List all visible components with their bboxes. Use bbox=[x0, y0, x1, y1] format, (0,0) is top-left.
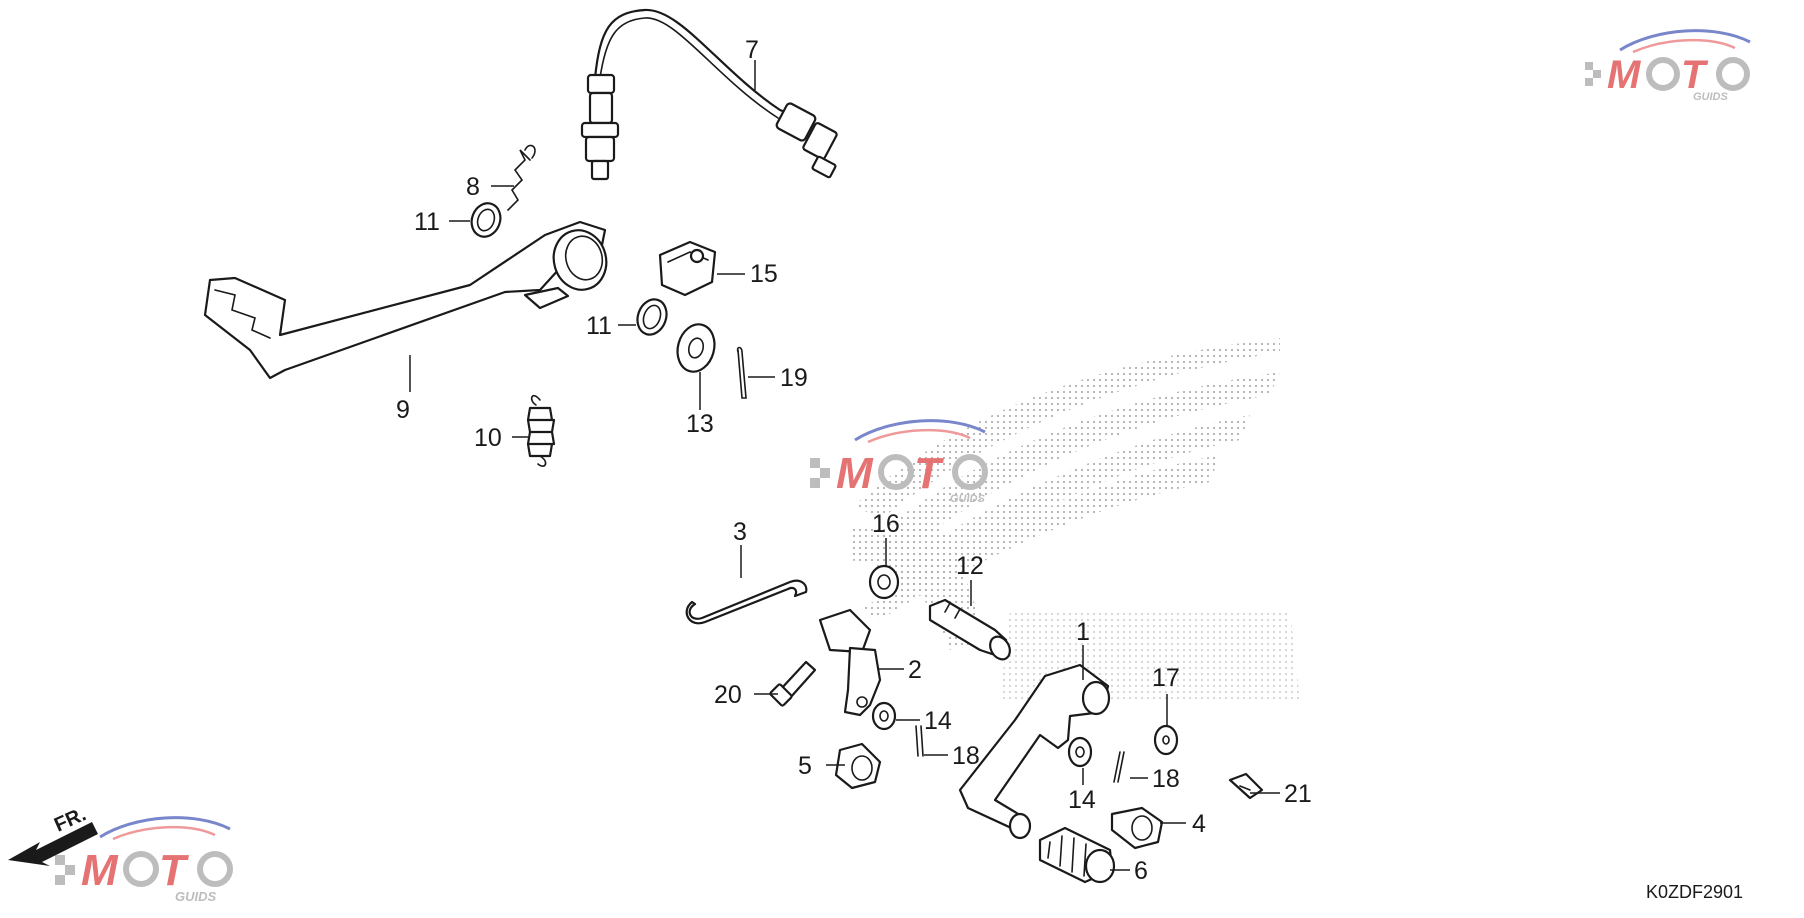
callout-labels: 7 8 11 9 11 10 15 13 19 3 16 12 1 2 20 1… bbox=[396, 36, 1312, 885]
callout-11-lower: 11 bbox=[586, 312, 612, 340]
part-20-bolt bbox=[769, 660, 817, 707]
callout-15: 15 bbox=[750, 260, 778, 288]
part-18-pin-right bbox=[1113, 751, 1125, 783]
callout-7: 7 bbox=[745, 36, 759, 64]
callout-6: 6 bbox=[1134, 857, 1148, 885]
callout-2: 2 bbox=[908, 656, 922, 684]
callout-8: 8 bbox=[466, 173, 480, 201]
part-8-spring bbox=[507, 144, 536, 211]
part-16-collar bbox=[868, 564, 900, 600]
part-7-brake-switch-cable bbox=[580, 8, 838, 181]
part-1-gearshift-pedal bbox=[958, 663, 1116, 884]
part-12-pivot-bolt bbox=[928, 598, 1011, 661]
callout-14-left: 14 bbox=[924, 707, 952, 735]
svg-text:GUIDS: GUIDS bbox=[950, 493, 986, 505]
part-3-shift-rod bbox=[685, 579, 808, 625]
brand-wing-watermark bbox=[850, 338, 1300, 700]
part-11-o-ring-lower bbox=[636, 298, 668, 336]
moto-guids-logo-center: M T GUIDS bbox=[810, 419, 988, 505]
part-10-return-spring bbox=[526, 395, 556, 467]
callout-3: 3 bbox=[733, 518, 747, 546]
callout-14-right: 14 bbox=[1068, 786, 1096, 814]
svg-text:T: T bbox=[159, 846, 189, 895]
part-13-washer bbox=[676, 323, 716, 373]
callout-17: 17 bbox=[1152, 664, 1180, 692]
callout-18-left: 18 bbox=[952, 742, 980, 770]
svg-text:T: T bbox=[914, 449, 944, 498]
svg-text:T: T bbox=[1681, 53, 1709, 97]
part-5-joint bbox=[834, 742, 882, 790]
part-21-bolt bbox=[1228, 772, 1264, 800]
part-14-washer-left bbox=[871, 701, 897, 731]
svg-text:GUIDS: GUIDS bbox=[175, 889, 217, 904]
svg-text:M: M bbox=[836, 449, 874, 498]
callout-1: 1 bbox=[1076, 618, 1090, 646]
callout-13: 13 bbox=[686, 410, 714, 438]
callout-9: 9 bbox=[396, 396, 410, 424]
callout-18-right: 18 bbox=[1152, 765, 1180, 793]
callout-19: 19 bbox=[780, 364, 808, 392]
callout-12: 12 bbox=[956, 552, 984, 580]
callout-4: 4 bbox=[1192, 810, 1206, 838]
moto-guids-logo-top-right: M T GUIDS bbox=[1585, 29, 1751, 103]
callout-5: 5 bbox=[798, 752, 812, 780]
svg-text:M: M bbox=[81, 846, 119, 895]
part-2-shift-arm bbox=[818, 608, 882, 717]
svg-text:GUIDS: GUIDS bbox=[1693, 91, 1729, 103]
part-11-o-ring-top bbox=[470, 202, 502, 238]
part-19-cotter-pin bbox=[736, 346, 747, 399]
callout-leaders bbox=[409, 60, 1280, 871]
part-15-joint bbox=[658, 240, 717, 297]
callout-21: 21 bbox=[1284, 780, 1312, 808]
callout-10: 10 bbox=[474, 424, 502, 452]
diagram-code: K0ZDF2901 bbox=[1646, 882, 1743, 902]
part-14-washer-right bbox=[1067, 736, 1093, 768]
part-17-washer bbox=[1153, 724, 1179, 756]
part-18-pin-left bbox=[915, 725, 924, 757]
moto-guids-logo-bottom-left: M T GUIDS bbox=[55, 816, 233, 904]
callout-11-top: 11 bbox=[414, 208, 440, 236]
part-4-joint bbox=[1110, 806, 1164, 850]
part-9-brake-pedal bbox=[203, 220, 608, 380]
callout-16: 16 bbox=[872, 510, 900, 538]
callout-20: 20 bbox=[714, 681, 742, 709]
svg-text:M: M bbox=[1607, 53, 1642, 97]
